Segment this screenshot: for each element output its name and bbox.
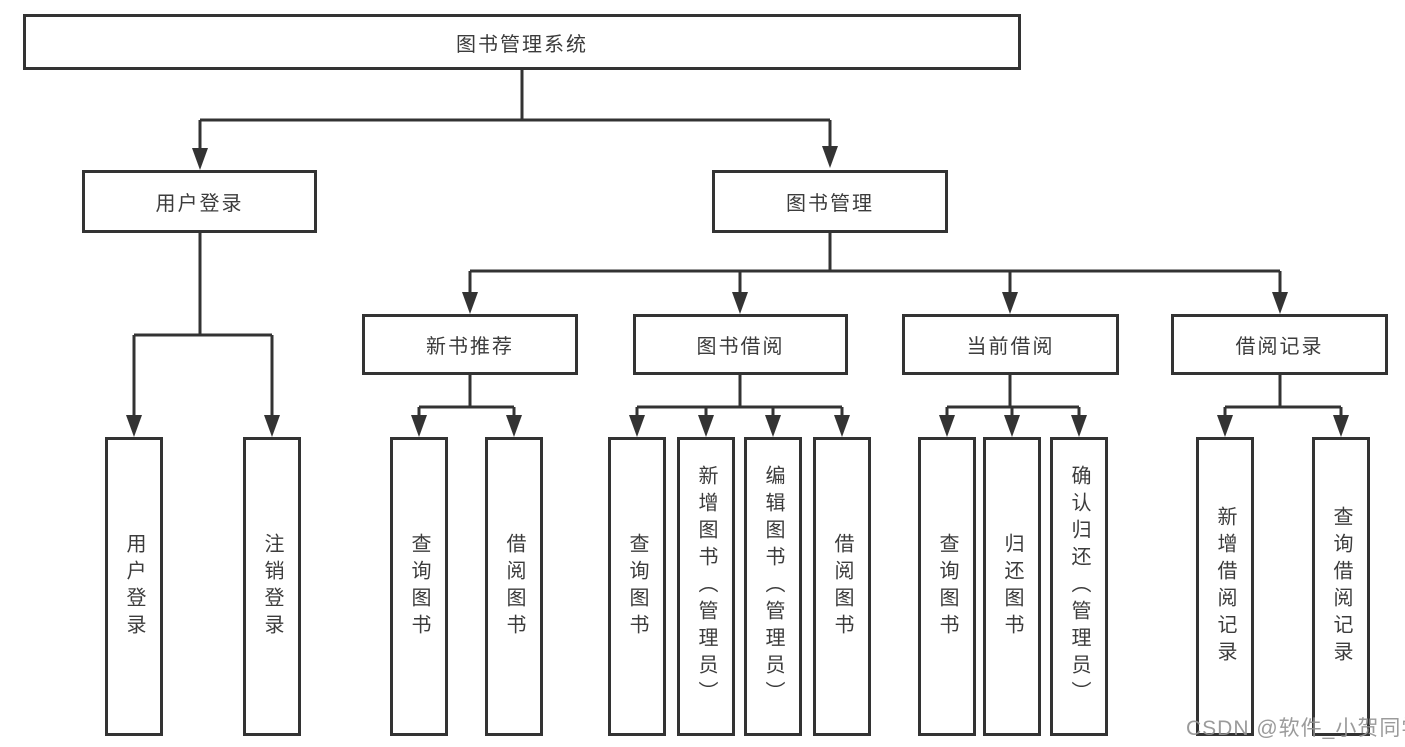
node-book-management-module: 图书管理 bbox=[712, 170, 948, 233]
leaf-user-login: 用户登录 bbox=[105, 437, 163, 736]
node-current-borrow-label: 当前借阅 bbox=[966, 336, 1055, 358]
leaf-add-borrow-record: 新增借阅记录 bbox=[1196, 437, 1254, 736]
connector-userlogin-to-leaves bbox=[132, 233, 274, 420]
leaf-query-books-current: 查询图书 bbox=[918, 437, 976, 736]
leaf-query-books-current-label: 查询图书 bbox=[936, 532, 958, 641]
connector-bookmgmt-to-level3 bbox=[468, 233, 1282, 296]
leaf-query-borrow-record: 查询借阅记录 bbox=[1312, 437, 1370, 736]
node-user-login-label: 用户登录 bbox=[155, 193, 244, 215]
connector-newbooks-to-leaves bbox=[417, 375, 516, 420]
leaf-query-books-borrow-label: 查询图书 bbox=[626, 532, 648, 641]
leaf-add-books-admin-label: 新增图书（管理员） bbox=[695, 465, 717, 708]
leaf-logout: 注销登录 bbox=[243, 437, 301, 736]
leaf-logout-label: 注销登录 bbox=[261, 532, 283, 641]
node-new-book-recommend-label: 新书推荐 bbox=[426, 336, 514, 358]
csdn-watermark: CSDN @软件_小贺同学 bbox=[1186, 717, 1405, 740]
leaf-query-books-borrow: 查询图书 bbox=[608, 437, 666, 736]
leaf-borrow-books-label: 借阅图书 bbox=[831, 532, 853, 641]
leaf-user-login-label: 用户登录 bbox=[123, 532, 145, 641]
node-user-login-module: 用户登录 bbox=[82, 170, 317, 233]
leaf-confirm-return-admin: 确认归还（管理员） bbox=[1050, 437, 1108, 736]
node-new-book-recommend: 新书推荐 bbox=[362, 314, 578, 375]
leaf-borrow-books-recommend-label: 借阅图书 bbox=[503, 532, 525, 641]
leaf-confirm-return-admin-label: 确认归还（管理员） bbox=[1068, 465, 1090, 708]
leaf-query-books-recommend: 查询图书 bbox=[390, 437, 448, 736]
node-current-borrow: 当前借阅 bbox=[902, 314, 1119, 375]
connector-root-to-level2 bbox=[198, 70, 832, 154]
node-book-borrow-label: 图书借阅 bbox=[696, 336, 785, 358]
node-book-borrow: 图书借阅 bbox=[633, 314, 848, 375]
leaf-borrow-books-recommend: 借阅图书 bbox=[485, 437, 543, 736]
leaf-edit-books-admin-label: 编辑图书（管理员） bbox=[762, 465, 784, 708]
leaf-return-books-label: 归还图书 bbox=[1001, 532, 1023, 641]
connector-current-to-leaves bbox=[945, 375, 1081, 420]
connector-borrow-to-leaves bbox=[635, 375, 844, 420]
node-borrow-records-label: 借阅记录 bbox=[1235, 336, 1324, 358]
leaf-query-books-recommend-label: 查询图书 bbox=[408, 532, 430, 641]
node-root-label: 图书管理系统 bbox=[456, 33, 588, 56]
node-borrow-records: 借阅记录 bbox=[1171, 314, 1388, 375]
leaf-edit-books-admin: 编辑图书（管理员） bbox=[744, 437, 802, 736]
node-book-management-label: 图书管理 bbox=[786, 193, 874, 215]
leaf-return-books: 归还图书 bbox=[983, 437, 1041, 736]
leaf-query-borrow-record-label: 查询借阅记录 bbox=[1330, 505, 1352, 668]
arrowheads bbox=[126, 146, 1349, 437]
connector-records-to-leaves bbox=[1223, 375, 1343, 420]
leaf-add-borrow-record-label: 新增借阅记录 bbox=[1214, 505, 1236, 668]
node-root-system: 图书管理系统 bbox=[23, 14, 1021, 70]
leaf-borrow-books: 借阅图书 bbox=[813, 437, 871, 736]
leaf-add-books-admin: 新增图书（管理员） bbox=[677, 437, 735, 736]
